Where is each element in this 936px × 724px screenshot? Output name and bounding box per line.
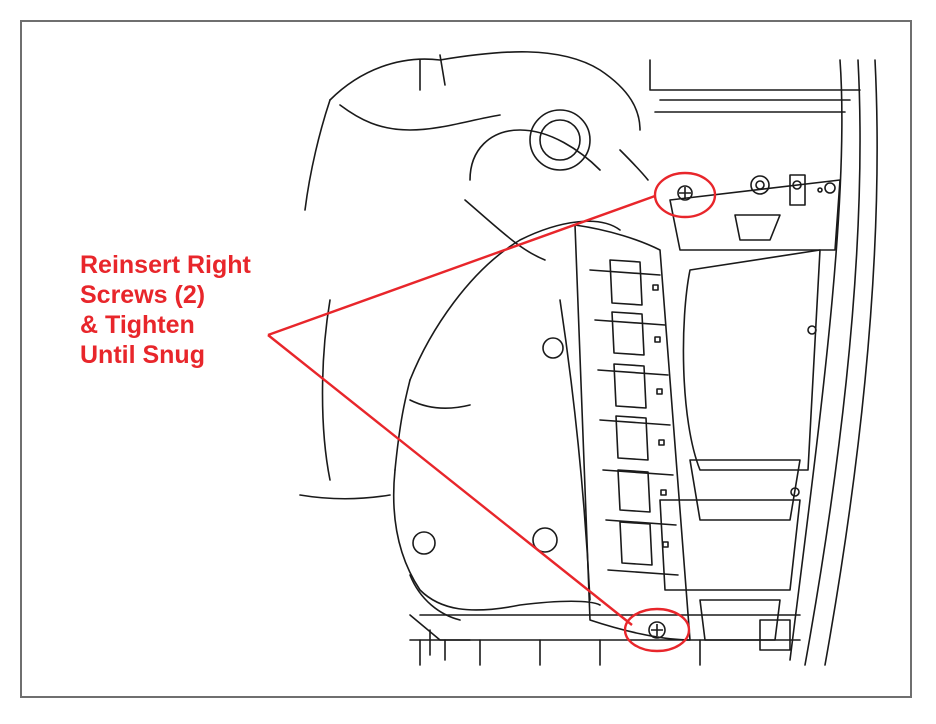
hand-and-cover [299, 51, 649, 661]
chassis-panel [409, 59, 878, 666]
callout-line-3: & Tighten [80, 311, 195, 339]
callout-line-4: Until Snug [80, 341, 205, 369]
screw-highlights [267, 171, 717, 653]
component-body [574, 224, 691, 641]
upper-screw-highlight [653, 171, 717, 219]
callout-line-1: Reinsert Right [80, 251, 251, 279]
upper-screw-icon [677, 185, 693, 201]
lower-screw-icon [648, 621, 666, 639]
callout-label: Reinsert Right Screws (2) & Tighten Unti… [80, 250, 320, 370]
diagram-frame [20, 20, 912, 698]
callout-line-2: Screws (2) [80, 281, 206, 309]
leader-line-lower [267, 334, 633, 626]
leader-line-upper [267, 194, 656, 337]
screws [648, 185, 693, 639]
lower-screw-highlight [623, 607, 691, 653]
